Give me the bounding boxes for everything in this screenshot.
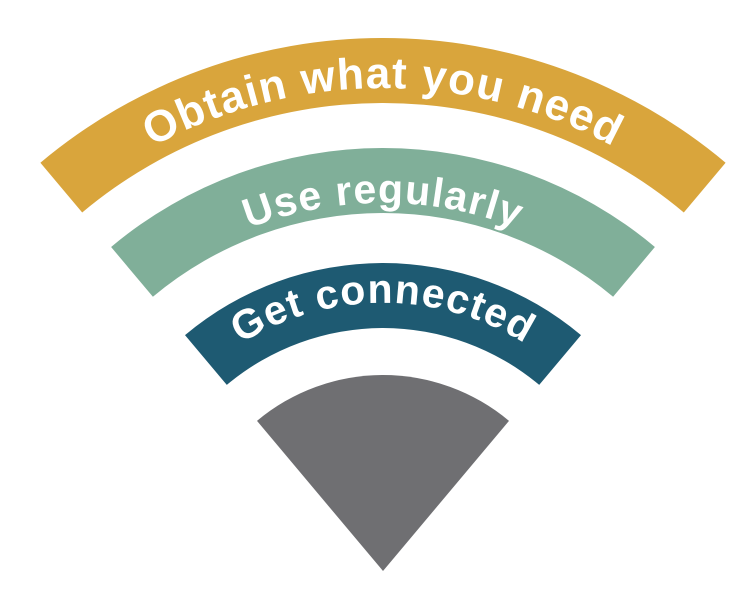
- band-arc-obtain: [40, 38, 726, 213]
- band-arc-get-connected: [185, 263, 581, 385]
- wedge-signal-core: [257, 375, 509, 571]
- band-arc-use-regularly: [111, 148, 655, 297]
